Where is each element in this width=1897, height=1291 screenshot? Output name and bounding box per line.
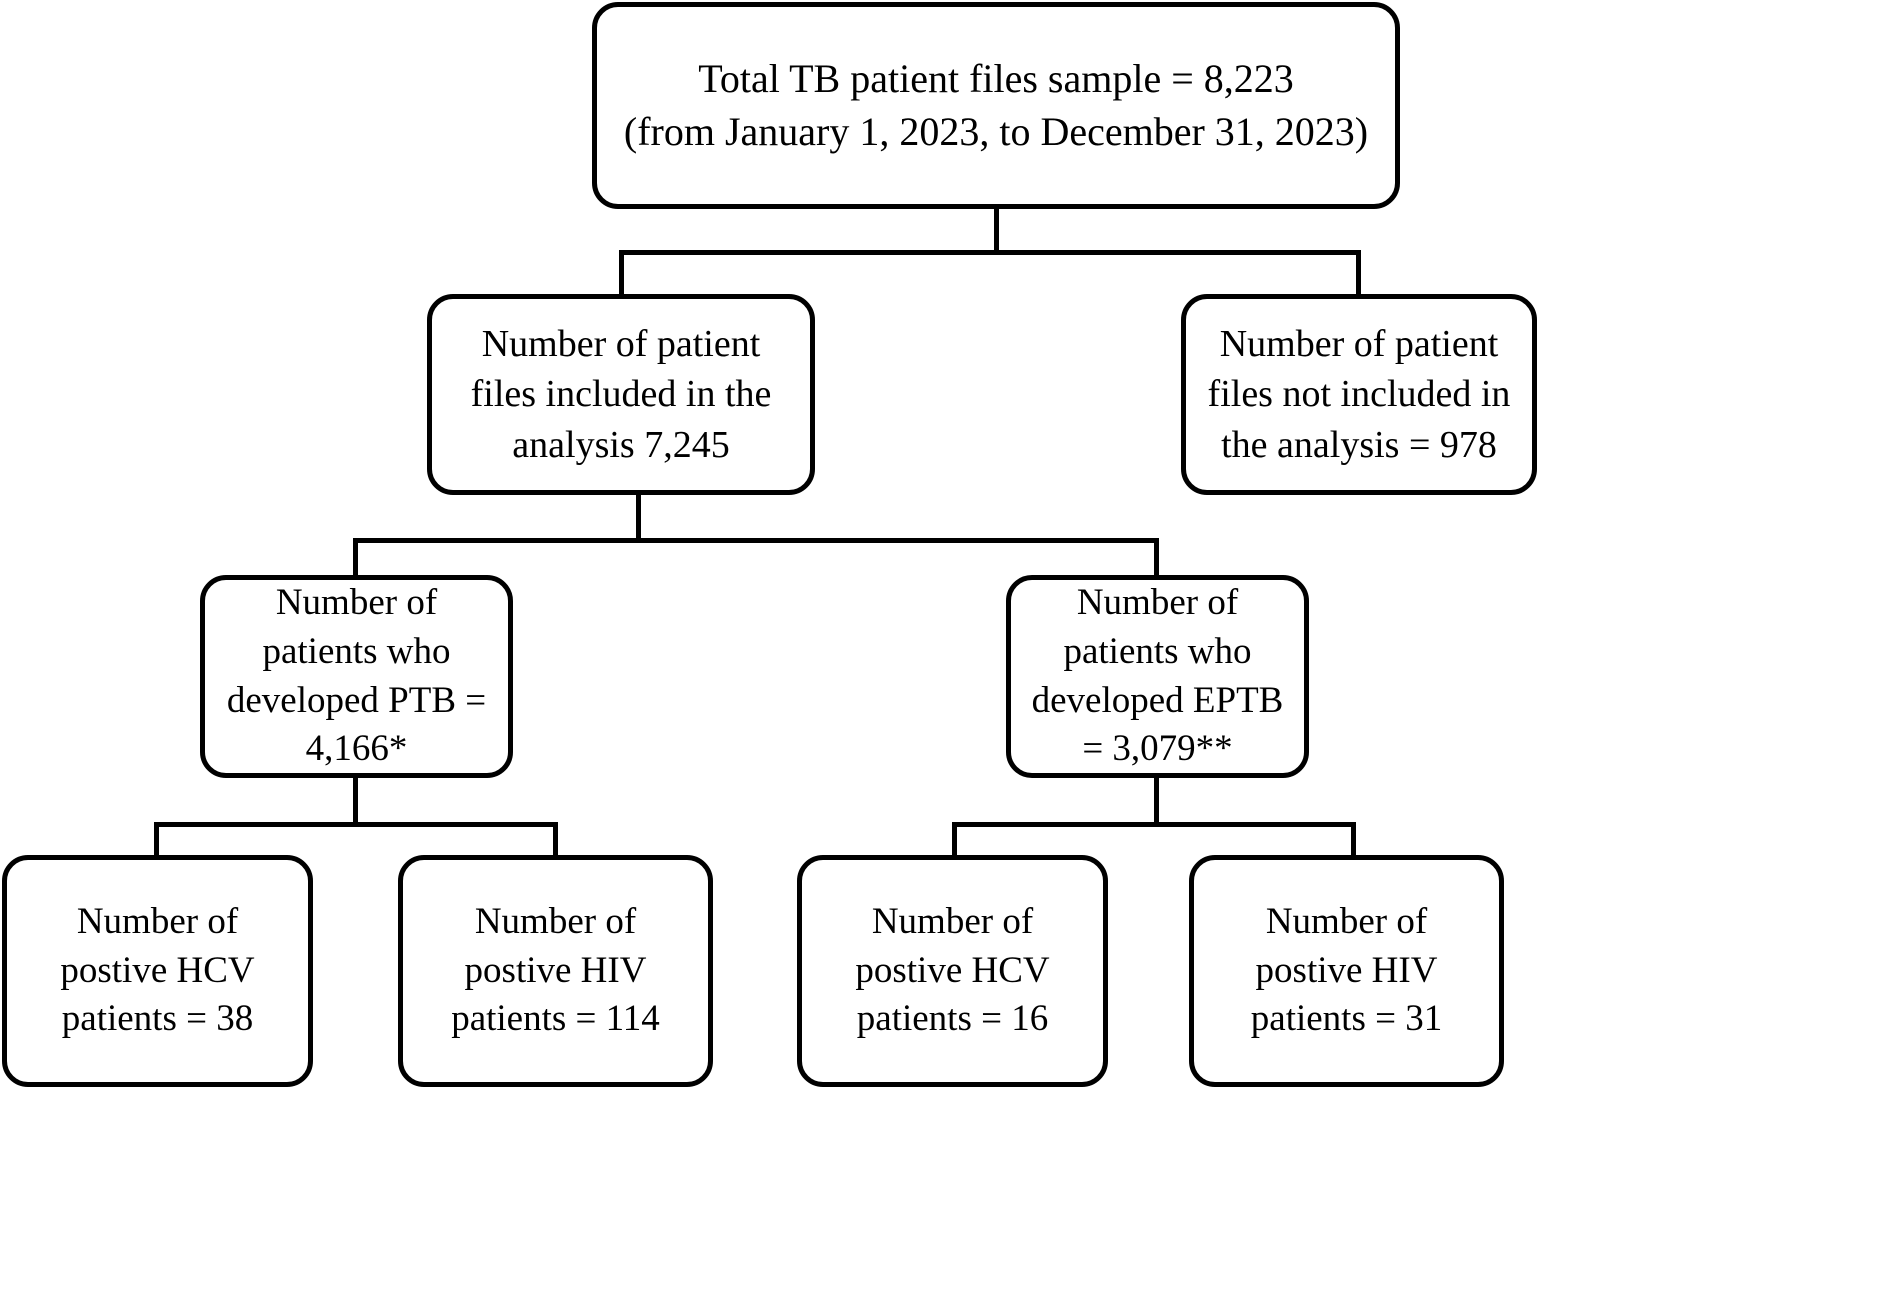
node-eptb-hcv-line-2: postive HCV [855, 949, 1050, 991]
connector-eptb-stem [1154, 776, 1159, 824]
connector-ptb-left-drop [154, 822, 159, 858]
node-files-included: Number of patient files included in the … [427, 294, 815, 495]
node-eptb-hiv-line-1: Number of [1265, 900, 1428, 942]
connector-ptb-stem [353, 776, 358, 824]
connector-total-stem [994, 207, 999, 252]
node-files-not-included: Number of patient files not included in … [1181, 294, 1537, 495]
node-ptb-hiv-line-1: Number of [474, 900, 637, 942]
connector-level2-bus [353, 538, 1159, 543]
node-eptb-positive-hcv: Number of postive HCV patients = 16 [797, 855, 1108, 1087]
node-eptb-line-2: patients who [1063, 630, 1252, 672]
connector-ptb-bus [154, 822, 558, 827]
connector-level1-left-drop [619, 250, 624, 296]
node-excluded-line-2: files not included in [1207, 373, 1511, 416]
node-ptb-line-1: Number of [275, 581, 438, 623]
node-ptb-positive-hcv: Number of postive HCV patients = 38 [2, 855, 313, 1087]
node-ptb-line-4: 4,166* [305, 728, 408, 770]
node-total-line-2: (from January 1, 2023, to December 31, 2… [623, 108, 1369, 154]
node-ptb-hcv-line-3: patients = 38 [61, 998, 254, 1040]
node-eptb-hcv-line-3: patients = 16 [856, 998, 1049, 1040]
node-eptb-positive-hiv: Number of postive HIV patients = 31 [1189, 855, 1504, 1087]
node-included-line-2: files included in the [470, 373, 772, 416]
connector-eptb-right-drop [1351, 822, 1356, 858]
node-eptb-line-4: = 3,079** [1082, 728, 1233, 770]
node-eptb-hiv-line-2: postive HIV [1255, 949, 1438, 991]
node-ptb-hcv-line-1: Number of [76, 900, 239, 942]
connector-included-stem [636, 493, 641, 540]
node-developed-ptb: Number of patients who developed PTB = 4… [200, 575, 513, 778]
connector-level1-bus [619, 250, 1361, 255]
node-eptb-hcv-line-1: Number of [871, 900, 1034, 942]
connector-eptb-bus [952, 822, 1356, 827]
node-included-line-1: Number of patient [481, 323, 761, 366]
connector-eptb-left-drop [952, 822, 957, 858]
node-ptb-positive-hiv: Number of postive HIV patients = 114 [398, 855, 713, 1087]
node-ptb-hiv-line-3: patients = 114 [451, 998, 660, 1040]
connector-level1-right-drop [1356, 250, 1361, 296]
node-ptb-line-2: patients who [262, 630, 451, 672]
node-ptb-line-3: developed PTB = [226, 679, 487, 721]
node-eptb-line-1: Number of [1076, 581, 1239, 623]
node-eptb-hiv-line-3: patients = 31 [1250, 998, 1443, 1040]
node-excluded-line-1: Number of patient [1219, 323, 1499, 366]
node-excluded-line-3: the analysis = 978 [1221, 423, 1497, 466]
node-ptb-hcv-line-2: postive HCV [60, 949, 255, 991]
node-total-line-1: Total TB patient files sample = 8,223 [698, 55, 1294, 101]
connector-level2-left-drop [353, 538, 358, 578]
connector-level2-right-drop [1154, 538, 1159, 578]
node-eptb-line-3: developed EPTB [1031, 679, 1284, 721]
node-included-line-3: analysis 7,245 [512, 423, 730, 466]
node-total-tb-files: Total TB patient files sample = 8,223 (f… [592, 2, 1400, 209]
node-developed-eptb: Number of patients who developed EPTB = … [1006, 575, 1309, 778]
connector-ptb-right-drop [553, 822, 558, 858]
node-ptb-hiv-line-2: postive HIV [464, 949, 647, 991]
